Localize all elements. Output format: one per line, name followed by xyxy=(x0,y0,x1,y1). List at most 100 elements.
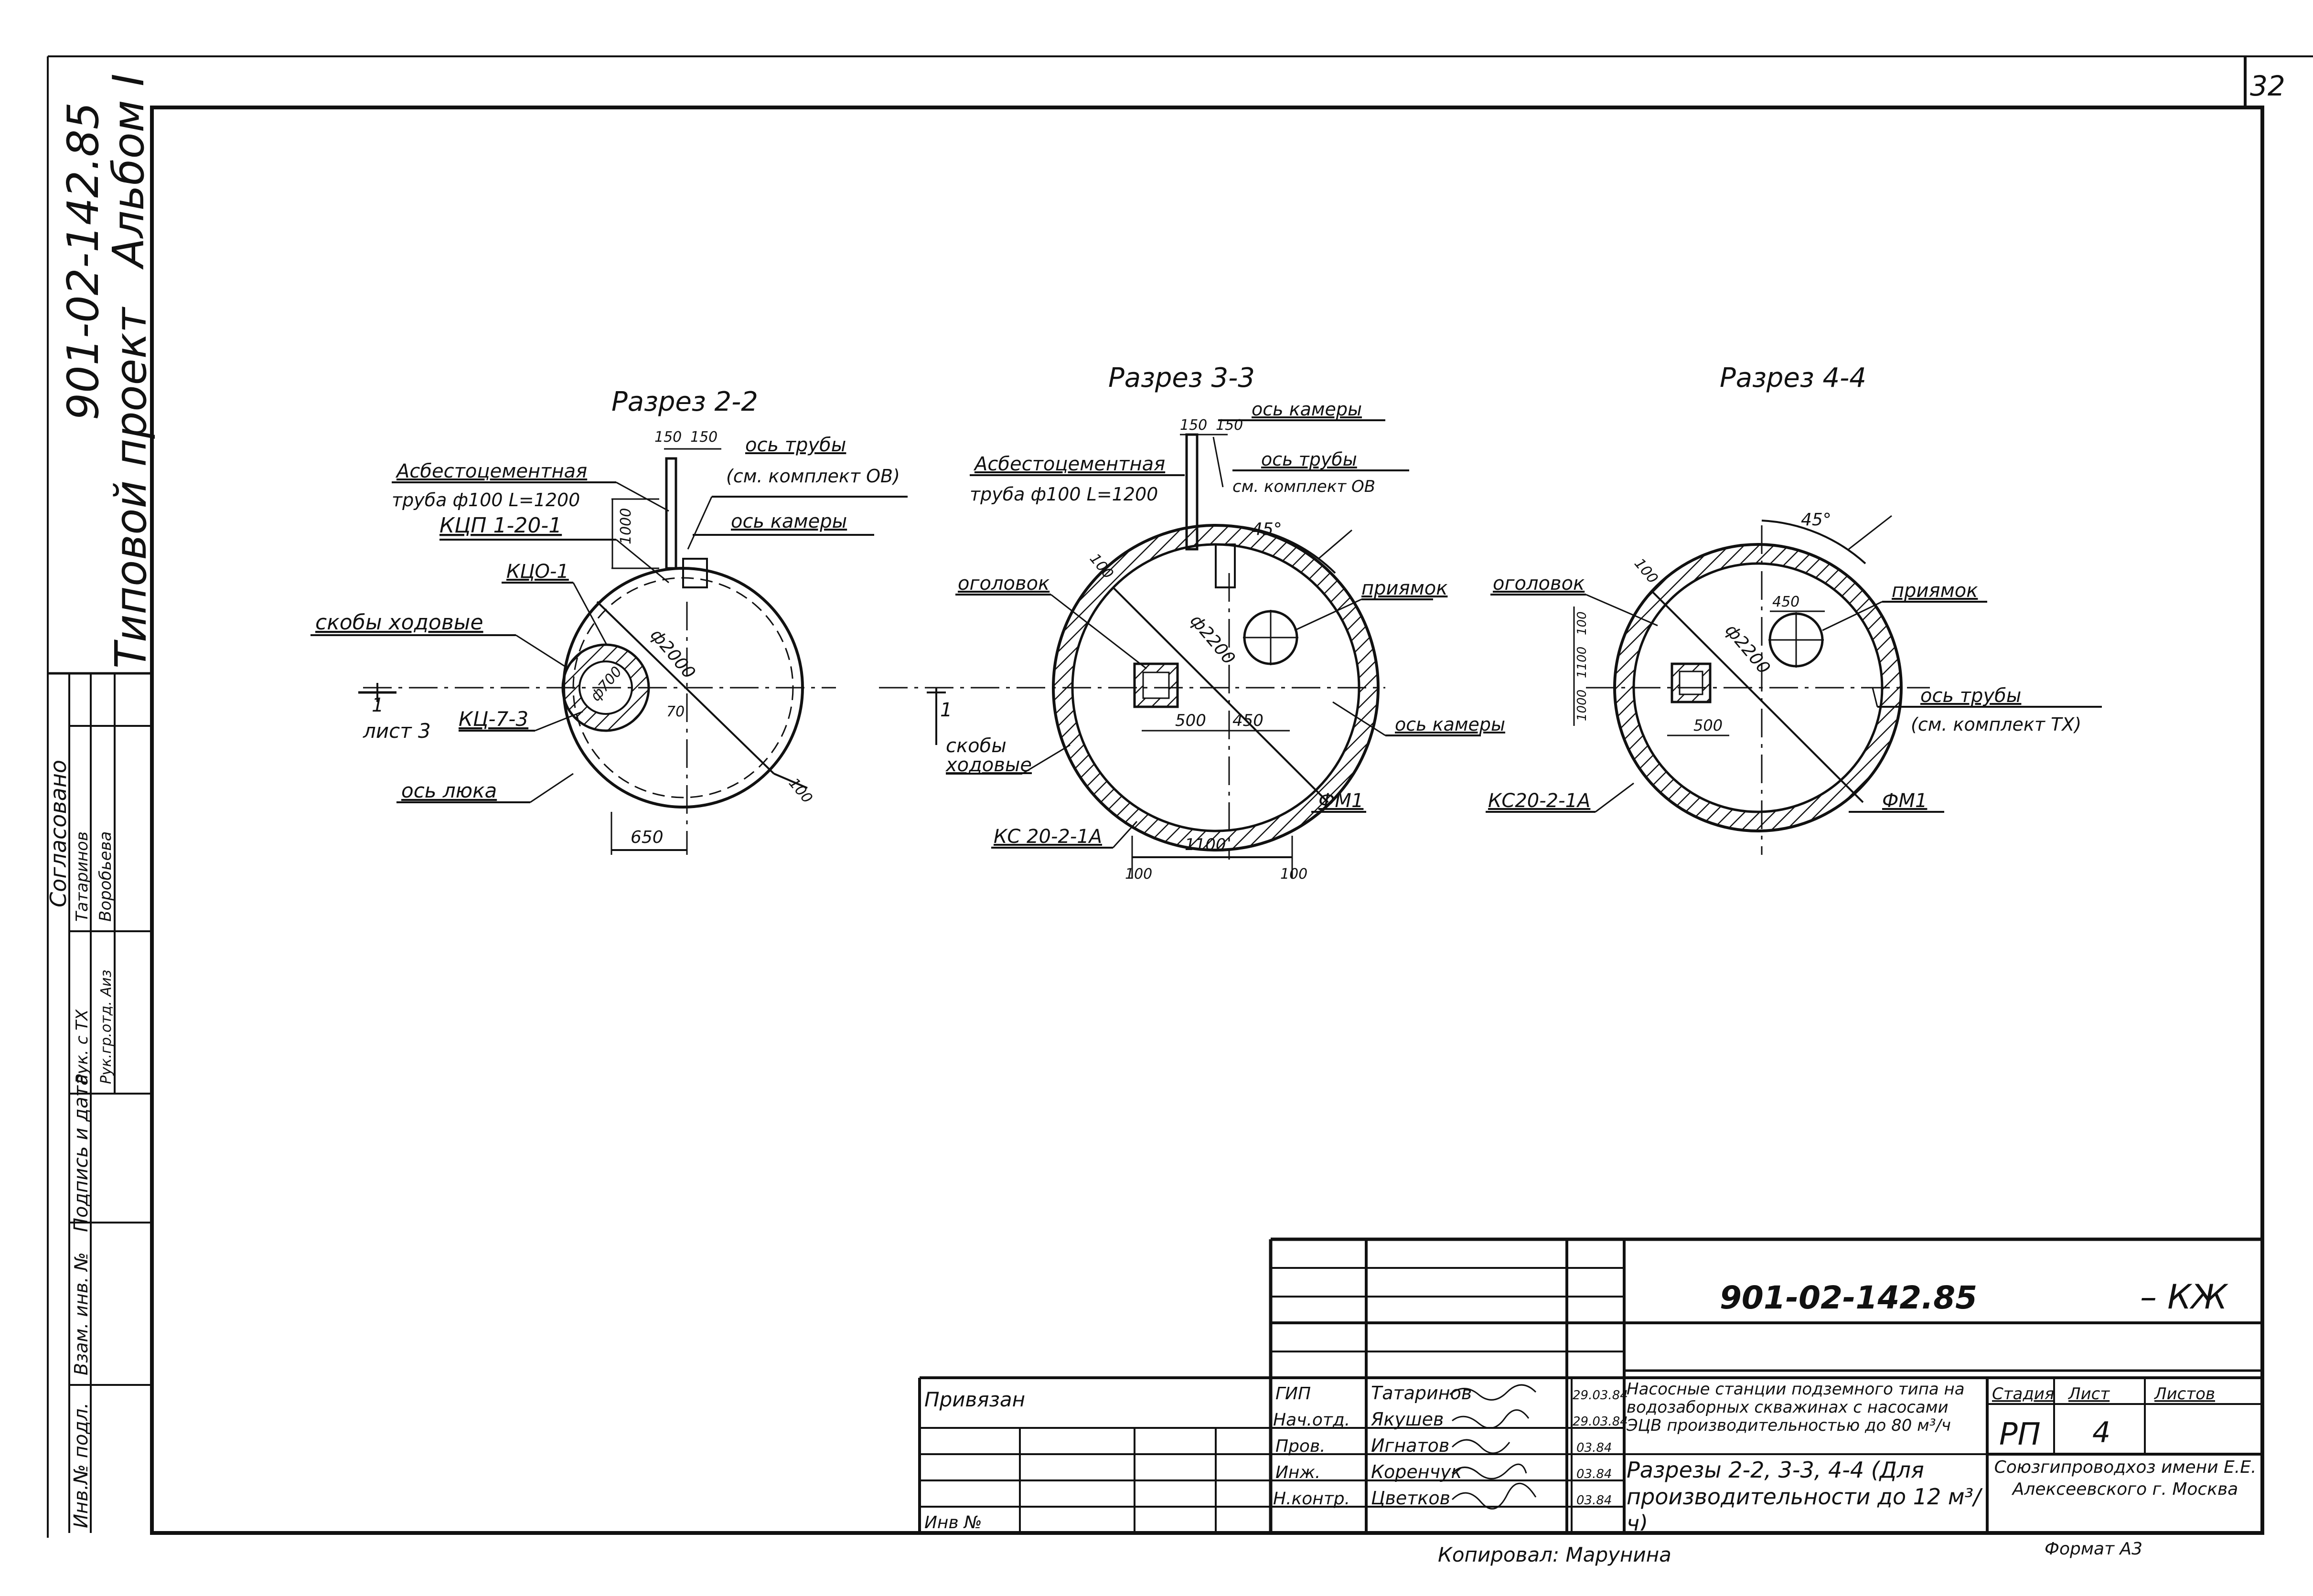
title-code: 901-02-142.85 xyxy=(1720,1279,1977,1316)
pipe-axis-3-3: ось трубы xyxy=(1261,449,1357,470)
project-number-vertical: 901-02-142.85 xyxy=(58,102,108,420)
vorobieva-label: Воробьева xyxy=(96,831,115,922)
description-text: Насосные станции подземного типа на водо… xyxy=(1627,1380,1965,1435)
pipe-axis-2-2: ось трубы xyxy=(745,434,846,456)
chamber-axis-3-3: ось камеры xyxy=(1395,714,1505,735)
side-stamp: Согласовано Рук. с ТХ Татаринов Рук.гр.о… xyxy=(45,672,152,1533)
kco-label-2-2: КЦО-1 xyxy=(506,561,569,583)
ruk-gr-label: Рук.гр.отд. Аиз xyxy=(98,970,115,1084)
pipe-axis-ref-3-3: см. комплект ОВ xyxy=(1232,477,1375,496)
fm-label-4-4: ФМ1 xyxy=(1882,790,1927,812)
tatarinov-label: Татаринов xyxy=(73,831,92,922)
dim-100a-3-3: 100 xyxy=(1125,866,1152,883)
dim-500-4-4: 500 xyxy=(1693,716,1723,734)
dim-450-4-4: 450 xyxy=(1772,594,1799,610)
sheet-ref-2-2: лист 3 xyxy=(363,719,431,743)
section-4-4-title: Разрез 4-4 xyxy=(1720,362,1866,394)
pipe-material-3-3: Асбестоцементная xyxy=(973,453,1165,475)
ring-label-4-4: КС20-2-1А xyxy=(1488,790,1590,812)
vzam-inv-label: Взам. инв. № xyxy=(71,1252,92,1375)
signature-names: Татаринов Якушев Игнатов Коренчук Цветко… xyxy=(1371,1383,1472,1509)
ladder-label-2-2: скобы ходовые xyxy=(315,610,483,635)
dim-450-3-3: 450 xyxy=(1232,711,1264,730)
section-4-4: Разрез 4-4 45° оголовок 100 450 приямок … xyxy=(1486,362,2102,855)
sump-label-4-4: приямок xyxy=(1892,580,1978,602)
section-3-3: Разрез 3-3 xyxy=(879,362,1505,883)
dim-v1100-4-4: 1100 xyxy=(1575,647,1589,678)
stage-header: Стадия xyxy=(1992,1384,2054,1404)
dim-150a-3-3: 150 xyxy=(1180,417,1207,434)
hatch-axis-2-2: ось люка xyxy=(401,779,497,802)
margin-title: 901-02-142.85 Альбом I Типовой проект xyxy=(58,74,156,669)
name-row: Игнатов xyxy=(1371,1435,1449,1456)
ruk-tx-label: Рук. с ТХ xyxy=(73,1009,92,1084)
cut-mark-3-3: 1 xyxy=(940,699,952,721)
pipe-axis-ref-4-4: (см. комплект ТХ) xyxy=(1911,714,2081,735)
dim-100-4-4: 100 xyxy=(1631,555,1661,587)
ring-label-3-3: КС 20-2-1А xyxy=(994,826,1102,848)
pipe-axis-ref-2-2: (см. комплект ОВ) xyxy=(726,466,900,487)
sheet-title-text: Разрезы 2-2, 3-3, 4-4 (Для производитель… xyxy=(1627,1457,1981,1531)
role-row: Нач.отд. xyxy=(1273,1410,1350,1430)
date-row: 03.84 xyxy=(1576,1493,1612,1508)
signature-roles: ГИП Нач.отд. Пров. Инж. Н.контр. xyxy=(1273,1384,1350,1509)
kcp-label-2-2: КЦП 1-20-1 xyxy=(439,513,562,538)
inv-no-label: Инв № xyxy=(924,1513,982,1532)
dim-150b-2-2: 150 xyxy=(690,429,717,446)
chamber-axis-2-2: ось камеры xyxy=(731,511,847,532)
angle-3-3: 45° xyxy=(1252,520,1282,539)
sheet-frame: 32 xyxy=(47,55,2313,1538)
stage-value: РП xyxy=(1999,1417,2041,1452)
role-row: Пров. xyxy=(1275,1436,1326,1456)
sheet-ref-num-2-2: 1 xyxy=(372,694,384,716)
sheet-value: 4 xyxy=(2092,1416,2110,1449)
dim-v1000-4-4: 1000 xyxy=(1575,690,1589,721)
album-vertical: Альбом I xyxy=(104,74,154,270)
fm-label-3-3: ФМ1 xyxy=(1318,790,1363,812)
role-row: ГИП xyxy=(1275,1384,1311,1404)
section-2-2: Разрез 2-2 Асбестоцем xyxy=(311,386,908,855)
pipe-axis-4-4: ось трубы xyxy=(1920,685,2021,707)
org-text: Союзгипроводхоз имени Е.Е. Алексеевского… xyxy=(1994,1458,2257,1499)
dim-1100-3-3: 1100 xyxy=(1185,835,1226,854)
dim-100b-3-3: 100 xyxy=(1280,866,1307,883)
section-3-3-title: Разрез 3-3 xyxy=(1108,362,1255,394)
pipe-material-2-2: Асбестоцементная xyxy=(395,460,587,482)
role-row: Инж. xyxy=(1275,1463,1320,1482)
date-row: 03.84 xyxy=(1576,1441,1612,1455)
ladder-2-3-3: ходовые xyxy=(945,754,1032,776)
name-row: Цветков xyxy=(1371,1488,1450,1509)
sheets-header: Листов xyxy=(2153,1384,2215,1404)
chamber-axis-top-3-3: ось камеры xyxy=(1252,399,1362,420)
copied-label: Копировал: Марунина xyxy=(1438,1543,1671,1566)
sheet-title-box: Разрезы 2-2, 3-3, 4-4 (Для производитель… xyxy=(1627,1457,1981,1531)
pipe-spec-2-2: труба ф100 L=1200 xyxy=(392,489,580,511)
date-row: 29.03.84 xyxy=(1573,1388,1628,1403)
inv-podl-label: Инв.№ подл. xyxy=(70,1403,92,1528)
name-row: Татаринов xyxy=(1371,1383,1472,1404)
description-box: Насосные станции подземного типа на водо… xyxy=(1627,1380,1965,1435)
dim-150a-2-2: 150 xyxy=(654,429,682,446)
dim-500-3-3: 500 xyxy=(1175,711,1206,730)
org-box: Союзгипроводхоз имени Е.Е. Алексеевского… xyxy=(1994,1458,2257,1499)
page-number: 32 xyxy=(2250,70,2285,102)
title-kzh: – КЖ xyxy=(2140,1277,2228,1317)
privyazan-label: Привязан xyxy=(924,1388,1025,1411)
kc-label-2-2: КЦ-7-3 xyxy=(459,707,528,731)
section-2-2-title: Разрез 2-2 xyxy=(611,386,758,417)
dim-v100-4-4: 100 xyxy=(1575,611,1589,635)
podpis-data-label: Подпись и дата xyxy=(70,1074,92,1232)
dim-1000-2-2: 1000 xyxy=(618,508,634,544)
project-type-vertical: Типовой проект xyxy=(106,307,156,669)
sump-label-3-3: приямок xyxy=(1361,577,1447,599)
head-label-3-3: оголовок xyxy=(958,573,1049,595)
dim-650-2-2: 650 xyxy=(631,828,664,847)
signature-dates: 29.03.84 29.03.84 03.84 03.84 03.84 xyxy=(1573,1388,1628,1508)
date-row: 03.84 xyxy=(1576,1467,1612,1481)
name-row: Якушев xyxy=(1371,1409,1444,1430)
agreed-label: Согласовано xyxy=(45,760,71,907)
pipe-spec-3-3: труба ф100 L=1200 xyxy=(970,484,1158,505)
dim-150b-3-3: 150 xyxy=(1216,417,1243,434)
role-row: Н.контр. xyxy=(1273,1489,1350,1509)
